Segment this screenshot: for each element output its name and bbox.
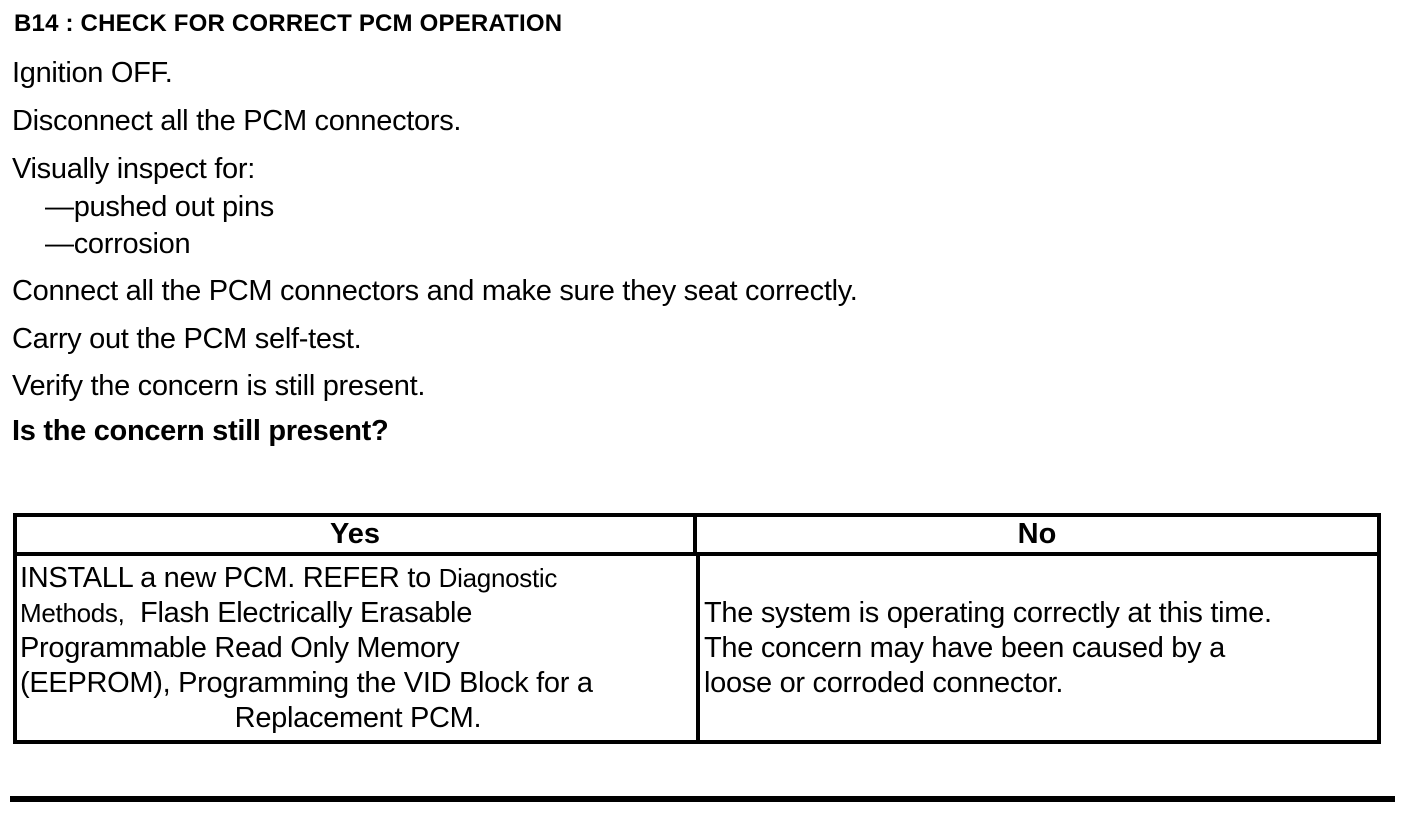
yes-cell-line: Programmable Read Only Memory (20, 631, 460, 664)
decision-question: Is the concern still present? (12, 415, 389, 447)
instruction-subitem: —pushed out pins (45, 191, 274, 223)
instruction-line: Carry out the PCM self-test. (12, 323, 362, 355)
instruction-line: Ignition OFF. (12, 57, 173, 89)
page-divider-rule (10, 796, 1395, 802)
procedure-step-heading: B14 : CHECK FOR CORRECT PCM OPERATION (14, 10, 563, 37)
no-cell-line: The system is operating correctly at thi… (704, 596, 1272, 629)
instruction-line: Visually inspect for: (12, 153, 256, 185)
no-cell-line: loose or corroded connector. (704, 666, 1064, 699)
no-action-cell: The system is operating correctly at thi… (700, 556, 1377, 740)
instruction-line: Disconnect all the PCM connectors. (12, 105, 462, 137)
no-column-header: No (1017, 518, 1057, 550)
yes-action-cell: INSTALL a new PCM. REFER to Diagnostic M… (17, 556, 700, 740)
result-table-header-row: Yes No (17, 517, 1377, 556)
yes-cell-line: Methods, Flash Electrically Erasable (20, 596, 473, 629)
yes-no-result-table: Yes No INSTALL a new PCM. REFER to Diagn… (13, 513, 1381, 744)
instruction-subitem: —corrosion (45, 228, 191, 260)
yes-cell-line: INSTALL a new PCM. REFER to Diagnostic (20, 561, 558, 594)
result-table-body-row: INSTALL a new PCM. REFER to Diagnostic M… (17, 556, 1377, 740)
yes-column-header: Yes (17, 517, 697, 552)
no-cell-line: The concern may have been caused by a (704, 631, 1225, 664)
instruction-line: Verify the concern is still present. (12, 370, 426, 402)
instruction-line: Connect all the PCM connectors and make … (12, 275, 858, 307)
yes-cell-line: Replacement PCM. (234, 701, 482, 734)
yes-cell-line: (EEPROM), Programming the VID Block for … (20, 666, 593, 699)
